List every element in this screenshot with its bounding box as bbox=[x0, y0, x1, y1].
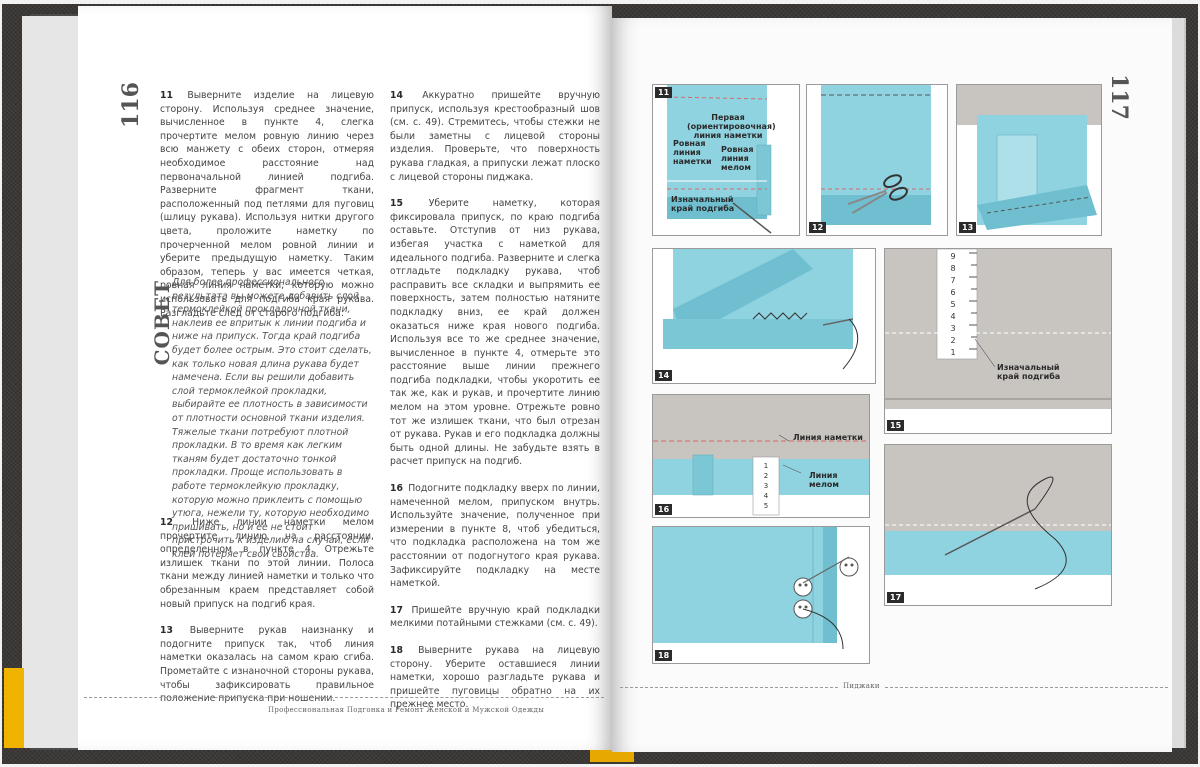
figure-number: 16 bbox=[655, 504, 673, 515]
text-column-1-lower: 12 Ниже линии наметки мелом прочертите л… bbox=[160, 516, 374, 719]
label-chalk-line: Линия мелом bbox=[809, 471, 839, 489]
label-first-basting: Первая (ориентировочная) линия наметки bbox=[687, 113, 776, 140]
footer-rule-left bbox=[84, 697, 604, 698]
running-footer-right: Пиджаки bbox=[840, 682, 883, 690]
tip-label: СОВЕТ bbox=[150, 280, 174, 366]
step-18: 18 Выверните рукава на лицевую сторону. … bbox=[390, 644, 600, 711]
label-original-hem: Изначальный край подгиба bbox=[671, 195, 735, 213]
bookmark-ribbon bbox=[4, 668, 24, 748]
figure-17: 17 bbox=[884, 444, 1112, 606]
figure-number: 15 bbox=[887, 420, 905, 431]
step-13: 13 Выверните рукав наизнанку и подогните… bbox=[160, 625, 374, 705]
figure-number: 18 bbox=[655, 650, 673, 661]
figure-14: 14 bbox=[652, 248, 876, 384]
page-number-right: 117 bbox=[1106, 74, 1132, 120]
running-footer-left: Профессиональная Подгонка и Ремонт Женск… bbox=[268, 706, 545, 714]
footer-rule-right bbox=[620, 687, 1168, 688]
figure-number: 13 bbox=[959, 222, 977, 233]
label-basting-line: Линия наметки bbox=[793, 433, 863, 442]
left-page bbox=[78, 6, 612, 750]
label-even-chalk: Ровная линия мелом bbox=[721, 145, 754, 172]
figure-11: Первая (ориентировочная) линия наметки Р… bbox=[652, 84, 800, 236]
step-15: 15 Уберите наметку, которая фиксировала … bbox=[390, 198, 600, 468]
step-12: 12 Ниже линии наметки мелом прочертите л… bbox=[160, 517, 374, 610]
page-number-left: 116 bbox=[118, 82, 144, 128]
label-even-basting: Ровная линия наметки bbox=[673, 139, 712, 166]
figure-13: 13 bbox=[956, 84, 1102, 236]
step-14: 14 Аккуратно пришейте вручную припуск, и… bbox=[390, 90, 600, 183]
figure-number: 17 bbox=[887, 592, 905, 603]
figure-number: 12 bbox=[809, 222, 827, 233]
step-11: 11 Выверните изделие на лицевую сторону.… bbox=[160, 90, 374, 319]
text-column-2: 14 Аккуратно пришейте вручную припуск, и… bbox=[390, 89, 600, 725]
figure-number: 14 bbox=[655, 370, 673, 381]
figure-12: 12 bbox=[806, 84, 948, 236]
figure-number: 11 bbox=[655, 87, 673, 98]
text-column-1: 11 Выверните изделие на лицевую сторону.… bbox=[160, 89, 374, 333]
step-17: 17 Пришейте вручную край подкладки мелки… bbox=[390, 604, 600, 630]
label-original-hem: Изначальный край подгиба bbox=[997, 363, 1061, 381]
step-16: 16 Подогните подкладку вверх по линии, н… bbox=[390, 483, 600, 590]
tip-text: Для более профессионального результата в… bbox=[172, 277, 372, 560]
figure-18: 18 bbox=[652, 526, 870, 664]
